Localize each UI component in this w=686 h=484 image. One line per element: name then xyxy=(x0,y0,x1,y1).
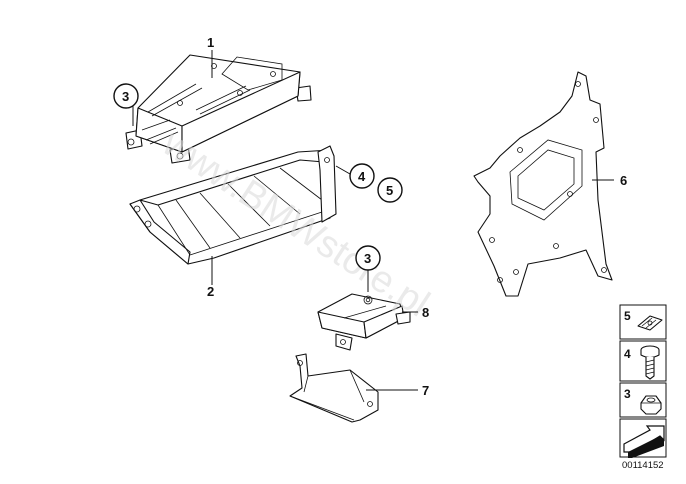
part-1-control-module xyxy=(125,54,312,164)
screw-icon xyxy=(640,345,660,380)
legend-number-5: 5 xyxy=(624,309,631,323)
leader-lines xyxy=(132,50,614,391)
legend-number-3: 3 xyxy=(624,387,631,401)
callout-circle-3 xyxy=(113,83,139,109)
callout-1: 1 xyxy=(207,35,214,50)
callout-2: 2 xyxy=(207,284,214,299)
part-8-small-module xyxy=(317,293,411,351)
callout-3-mid: 3 xyxy=(364,251,371,266)
clip-nut-icon xyxy=(637,315,663,331)
diagram-id: 00114152 xyxy=(622,460,664,471)
callouts: 1 3 2 4 5 6 3 8 7 xyxy=(113,35,627,398)
callout-circle-3-mid xyxy=(355,245,381,271)
part-7-flat-bracket xyxy=(289,353,379,423)
callout-5: 5 xyxy=(386,183,393,198)
callout-8: 8 xyxy=(422,305,429,320)
direction-arrow-icon xyxy=(623,425,665,458)
part-2-tray xyxy=(129,145,337,265)
callout-circle-4 xyxy=(349,163,375,189)
hex-nut-icon xyxy=(640,395,662,415)
callout-7: 7 xyxy=(422,383,429,398)
part-6-bracket xyxy=(473,71,613,297)
callout-4: 4 xyxy=(358,169,366,184)
callout-3-top: 3 xyxy=(122,89,129,104)
fastener-legend: 5 4 3 xyxy=(619,304,667,458)
callout-circle-5 xyxy=(377,177,403,203)
legend-number-4: 4 xyxy=(624,347,631,361)
callout-6: 6 xyxy=(620,173,627,188)
